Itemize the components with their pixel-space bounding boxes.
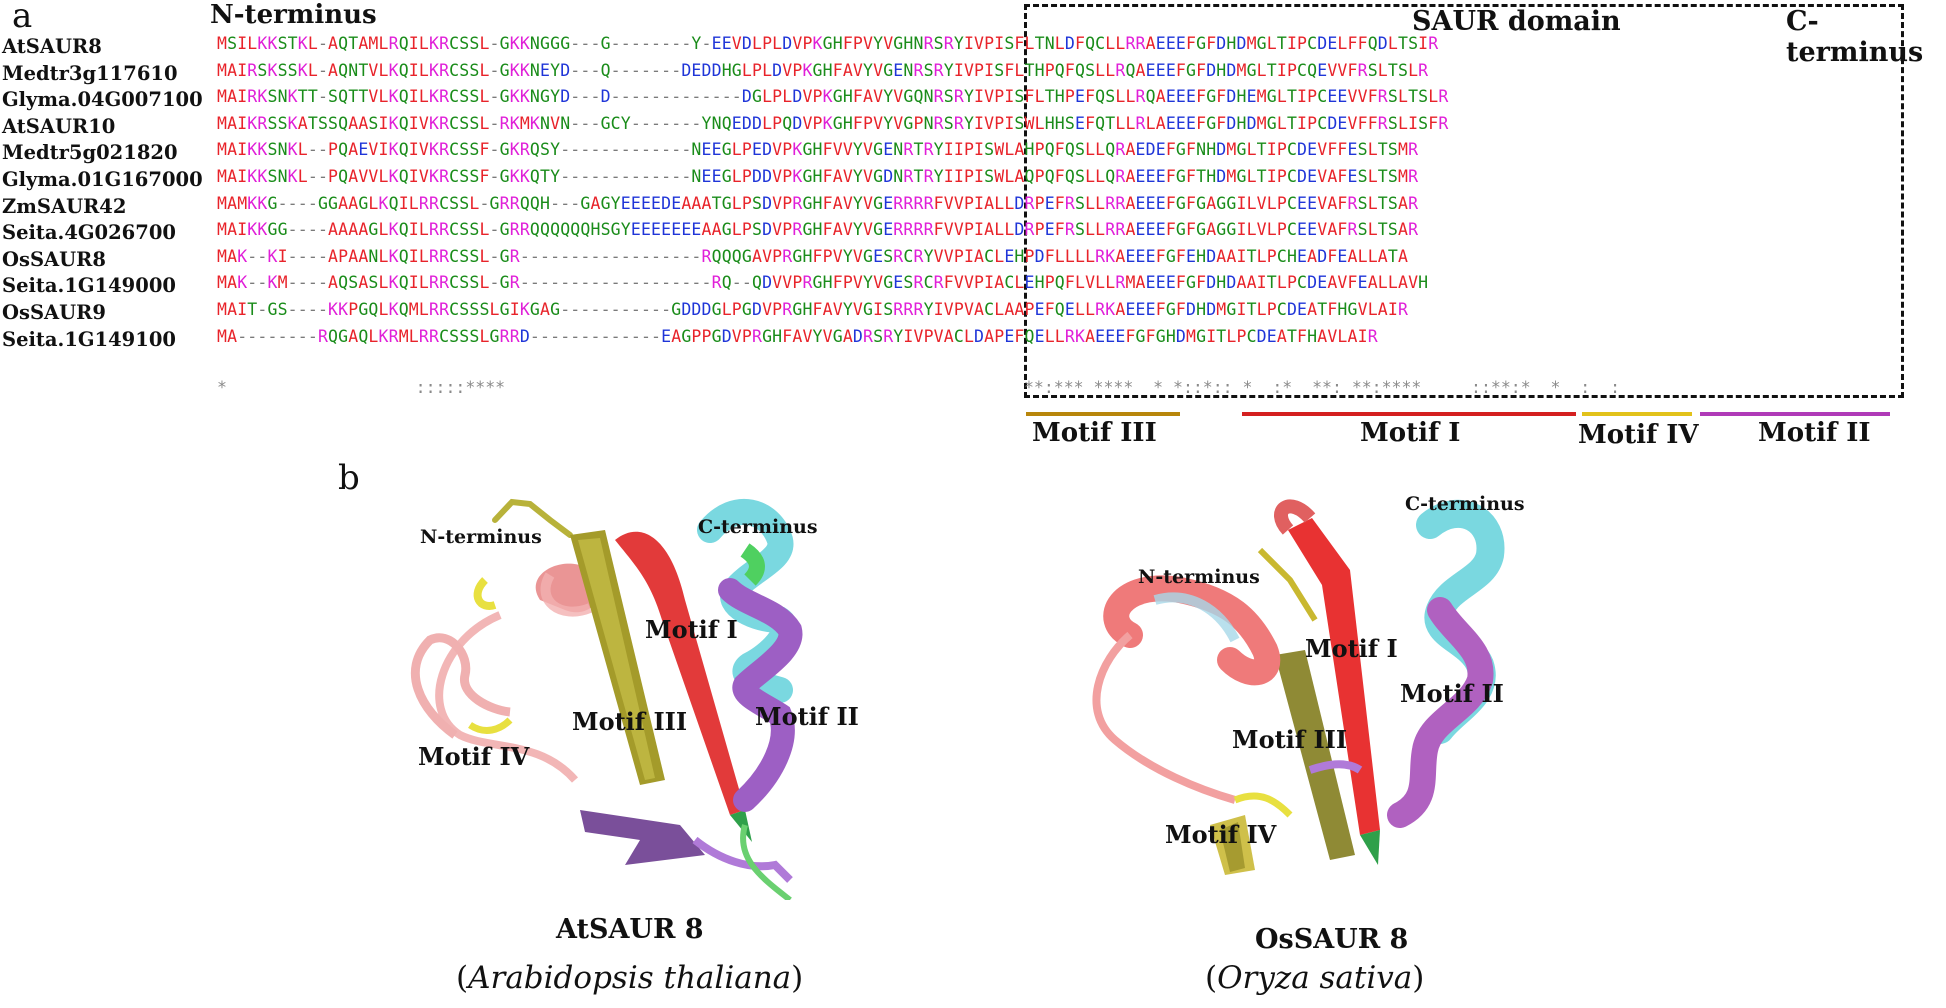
os-motif-iv-label: Motif IV	[1165, 820, 1277, 849]
atsaur8-species-label: (Arabidopsis thaliana)	[456, 960, 804, 996]
sequence-name: AtSAUR10	[2, 114, 116, 138]
sequence-name: Medtr5g021820	[2, 141, 178, 165]
sequence-row: MAIKRSSKATSSQAASIKQIVKRCSSL-RKMKNVN---GC…	[217, 113, 1449, 133]
os-motif-iii-label: Motif III	[1232, 725, 1347, 754]
sequence-row: MAMKKG----GGAAGLKQILRRCSSL-GRRQQH---GAGY…	[217, 193, 1419, 213]
sequence-name: Medtr3g117610	[2, 61, 178, 85]
sequence-row: MSILKKSTKL-AQTAMLRQILKRCSSL-GKKNGGG---G-…	[217, 34, 1439, 53]
c-terminus-title: C-terminus	[1786, 6, 1924, 68]
os-motif-ii-label: Motif II	[1400, 679, 1504, 708]
sequence-row: MAIT-GS----KKPGQLKQMLRRCSSSLGIKGAG------…	[217, 300, 1409, 319]
motif-i-bar	[1242, 412, 1576, 416]
os-n-terminus-label: N-terminus	[1138, 566, 1260, 588]
sequence-name: Glyma.01G167000	[2, 168, 203, 191]
motif-iv-label: Motif IV	[1578, 420, 1699, 450]
sequence-row: MA--------RQGAQLKRMLRRCSSSLGRRD---------…	[217, 326, 1378, 346]
conservation-right: **:*** **** * *::*:: * :* **: **:**** ::…	[1024, 378, 1621, 397]
at-motif-iv-label: Motif IV	[418, 742, 530, 771]
sequence-row: MAK--KM----AQSASLKQILRRCSSL-GR----------…	[217, 273, 1429, 293]
conservation-left: * :::::****	[217, 378, 506, 397]
at-motif-i-label: Motif I	[645, 615, 738, 644]
panel-b-letter: b	[338, 458, 360, 498]
ossaur8-protein-label: OsSAUR 8	[1255, 924, 1409, 955]
sequence-name: Seita.4G026700	[2, 221, 176, 245]
motif-ii-label: Motif II	[1758, 418, 1871, 448]
sequence-name: Seita.1G149000	[2, 274, 176, 298]
atsaur8-protein-label: AtSAUR 8	[556, 914, 704, 945]
sequence-row: MAIKKGG----AAAAGLKQILRRCSSL-GRRQQQQQQHSG…	[217, 220, 1419, 240]
ossaur8-species-label: (Oryza sativa)	[1205, 960, 1425, 996]
saur-domain-title: SAUR domain	[1412, 6, 1621, 37]
at-n-terminus-label: N-terminus	[420, 526, 542, 548]
sequence-row: MAIRKSNKTT-SQTTVLKQILKRCSSL-GKKNGYD---D-…	[217, 87, 1449, 107]
motif-ii-bar	[1700, 412, 1890, 416]
at-motif-iii-label: Motif III	[572, 707, 687, 736]
sequence-name: Glyma.04G007100	[2, 88, 203, 112]
motif-iii-bar	[1026, 412, 1180, 416]
n-terminus-title: N-terminus	[210, 0, 377, 30]
sequence-row: MAIRSKSSKL-AQNTVLKQILKRCSSL-GKKNEYD---Q-…	[217, 60, 1429, 80]
motif-iii-label: Motif III	[1032, 418, 1157, 448]
saur-domain-box	[1024, 4, 1904, 398]
os-motif-i-label: Motif I	[1305, 634, 1398, 663]
sequence-name: OsSAUR9	[2, 301, 106, 324]
motif-iv-bar	[1582, 412, 1692, 416]
sequence-name: AtSAUR8	[2, 35, 102, 58]
ossaur8-structure: C-terminus N-terminus Motif I Motif II M…	[1092, 493, 1525, 875]
sequence-row: MAIKKSNKL--PQAVVLKQIVKRCSSF-GKKQTY------…	[217, 167, 1419, 186]
sequence-name: OsSAUR8	[2, 247, 106, 271]
os-c-terminus-label: C-terminus	[1405, 493, 1525, 515]
sequence-row: MAIKKSNKL--PQAEVIKQIVKRCSSF-GKRQSY------…	[217, 140, 1419, 160]
atsaur8-structure: N-terminus C-terminus Motif I Motif II M…	[410, 498, 859, 900]
at-motif-ii-label: Motif II	[755, 702, 859, 731]
at-c-terminus-label: C-terminus	[698, 516, 818, 538]
motif-i-label: Motif I	[1360, 418, 1461, 448]
sequence-name: Seita.1G149100	[2, 327, 176, 351]
sequence-row: MAK--KI----APAANLKQILRRCSSL-GR----------…	[217, 246, 1409, 266]
sequence-name: ZmSAUR42	[2, 194, 127, 218]
panel-a-letter: a	[12, 0, 33, 36]
